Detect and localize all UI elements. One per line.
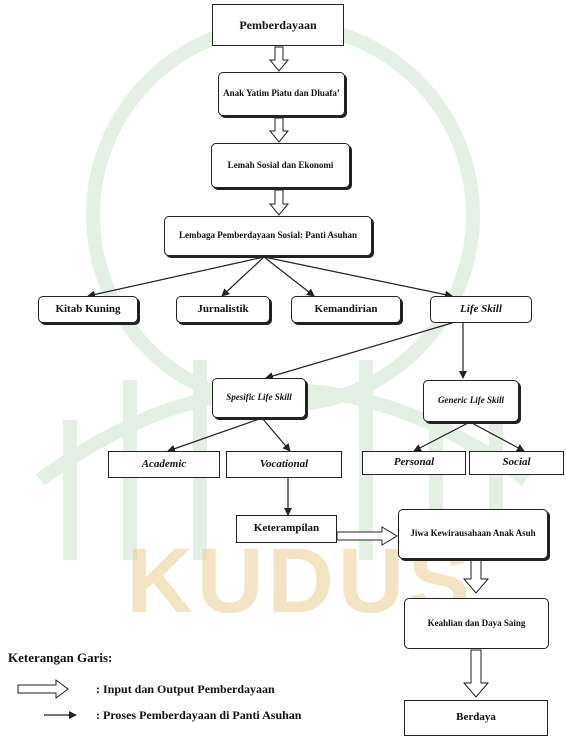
legend-title: Keterangan Garis: <box>8 650 113 665</box>
arrow-lembaga-kemandirian <box>263 256 315 297</box>
node-academic: Academic <box>108 451 220 478</box>
hollow-arrow-1 <box>268 46 290 72</box>
hollow-arrow-2 <box>268 117 290 143</box>
node-pemberdayaan: Pemberdayaan <box>212 4 344 46</box>
node-kemandirian: Kemandirian <box>291 296 401 323</box>
arrow-spesific-academic <box>167 417 263 453</box>
node-keahlian: Keahlian dan Daya Saing <box>404 598 549 649</box>
arrow-generic-personal <box>413 421 471 452</box>
node-spesific-life-skill: Spesific Life Skill <box>212 378 306 418</box>
node-social: Social <box>469 451 564 475</box>
node-kitab-kuning: Kitab Kuning <box>38 296 138 323</box>
node-anak-yatim: Anak Yatim Piatu dan Dluafa’ <box>218 72 345 116</box>
hollow-arrow-4 <box>462 559 490 594</box>
arrow-lembaga-jurnalistik <box>221 256 265 297</box>
arrow-spesific-vocational <box>261 417 291 452</box>
arrow-lembaga-kitab <box>87 256 265 299</box>
legend-proses-label: : Proses Pemberdayaan di Panti Asuhan <box>96 708 302 722</box>
node-personal: Personal <box>362 451 466 475</box>
hollow-arrow-3 <box>268 189 290 216</box>
node-generic-life-skill: Generic Life Skill <box>423 380 519 422</box>
node-lembaga: Lembaga Pemberdayaan Sosial: Panti Asuha… <box>164 216 372 256</box>
node-vocational: Vocational <box>226 451 342 478</box>
hollow-arrow-6 <box>336 526 398 546</box>
arrow-lifeskill-spesific <box>265 322 453 380</box>
node-keterampilan: Keterampilan <box>236 515 337 543</box>
node-jiwa-kewirausahaan: Jiwa Kewirausahaan Anak Asuh <box>398 509 548 559</box>
hollow-arrow-5 <box>462 649 490 698</box>
node-lemah-sosial: Lemah Sosial dan Ekonomi <box>211 143 350 188</box>
legend-input-output-label: : Input dan Output Pemberdayaan <box>96 682 275 696</box>
node-berdaya: Berdaya <box>404 700 548 736</box>
node-life-skill: Life Skill <box>430 296 532 323</box>
legend-input-output-arrow <box>17 679 69 699</box>
arrow-lembaga-lifeskill <box>263 256 453 299</box>
arrow-generic-social <box>469 421 525 452</box>
node-jurnalistik: Jurnalistik <box>176 296 270 323</box>
